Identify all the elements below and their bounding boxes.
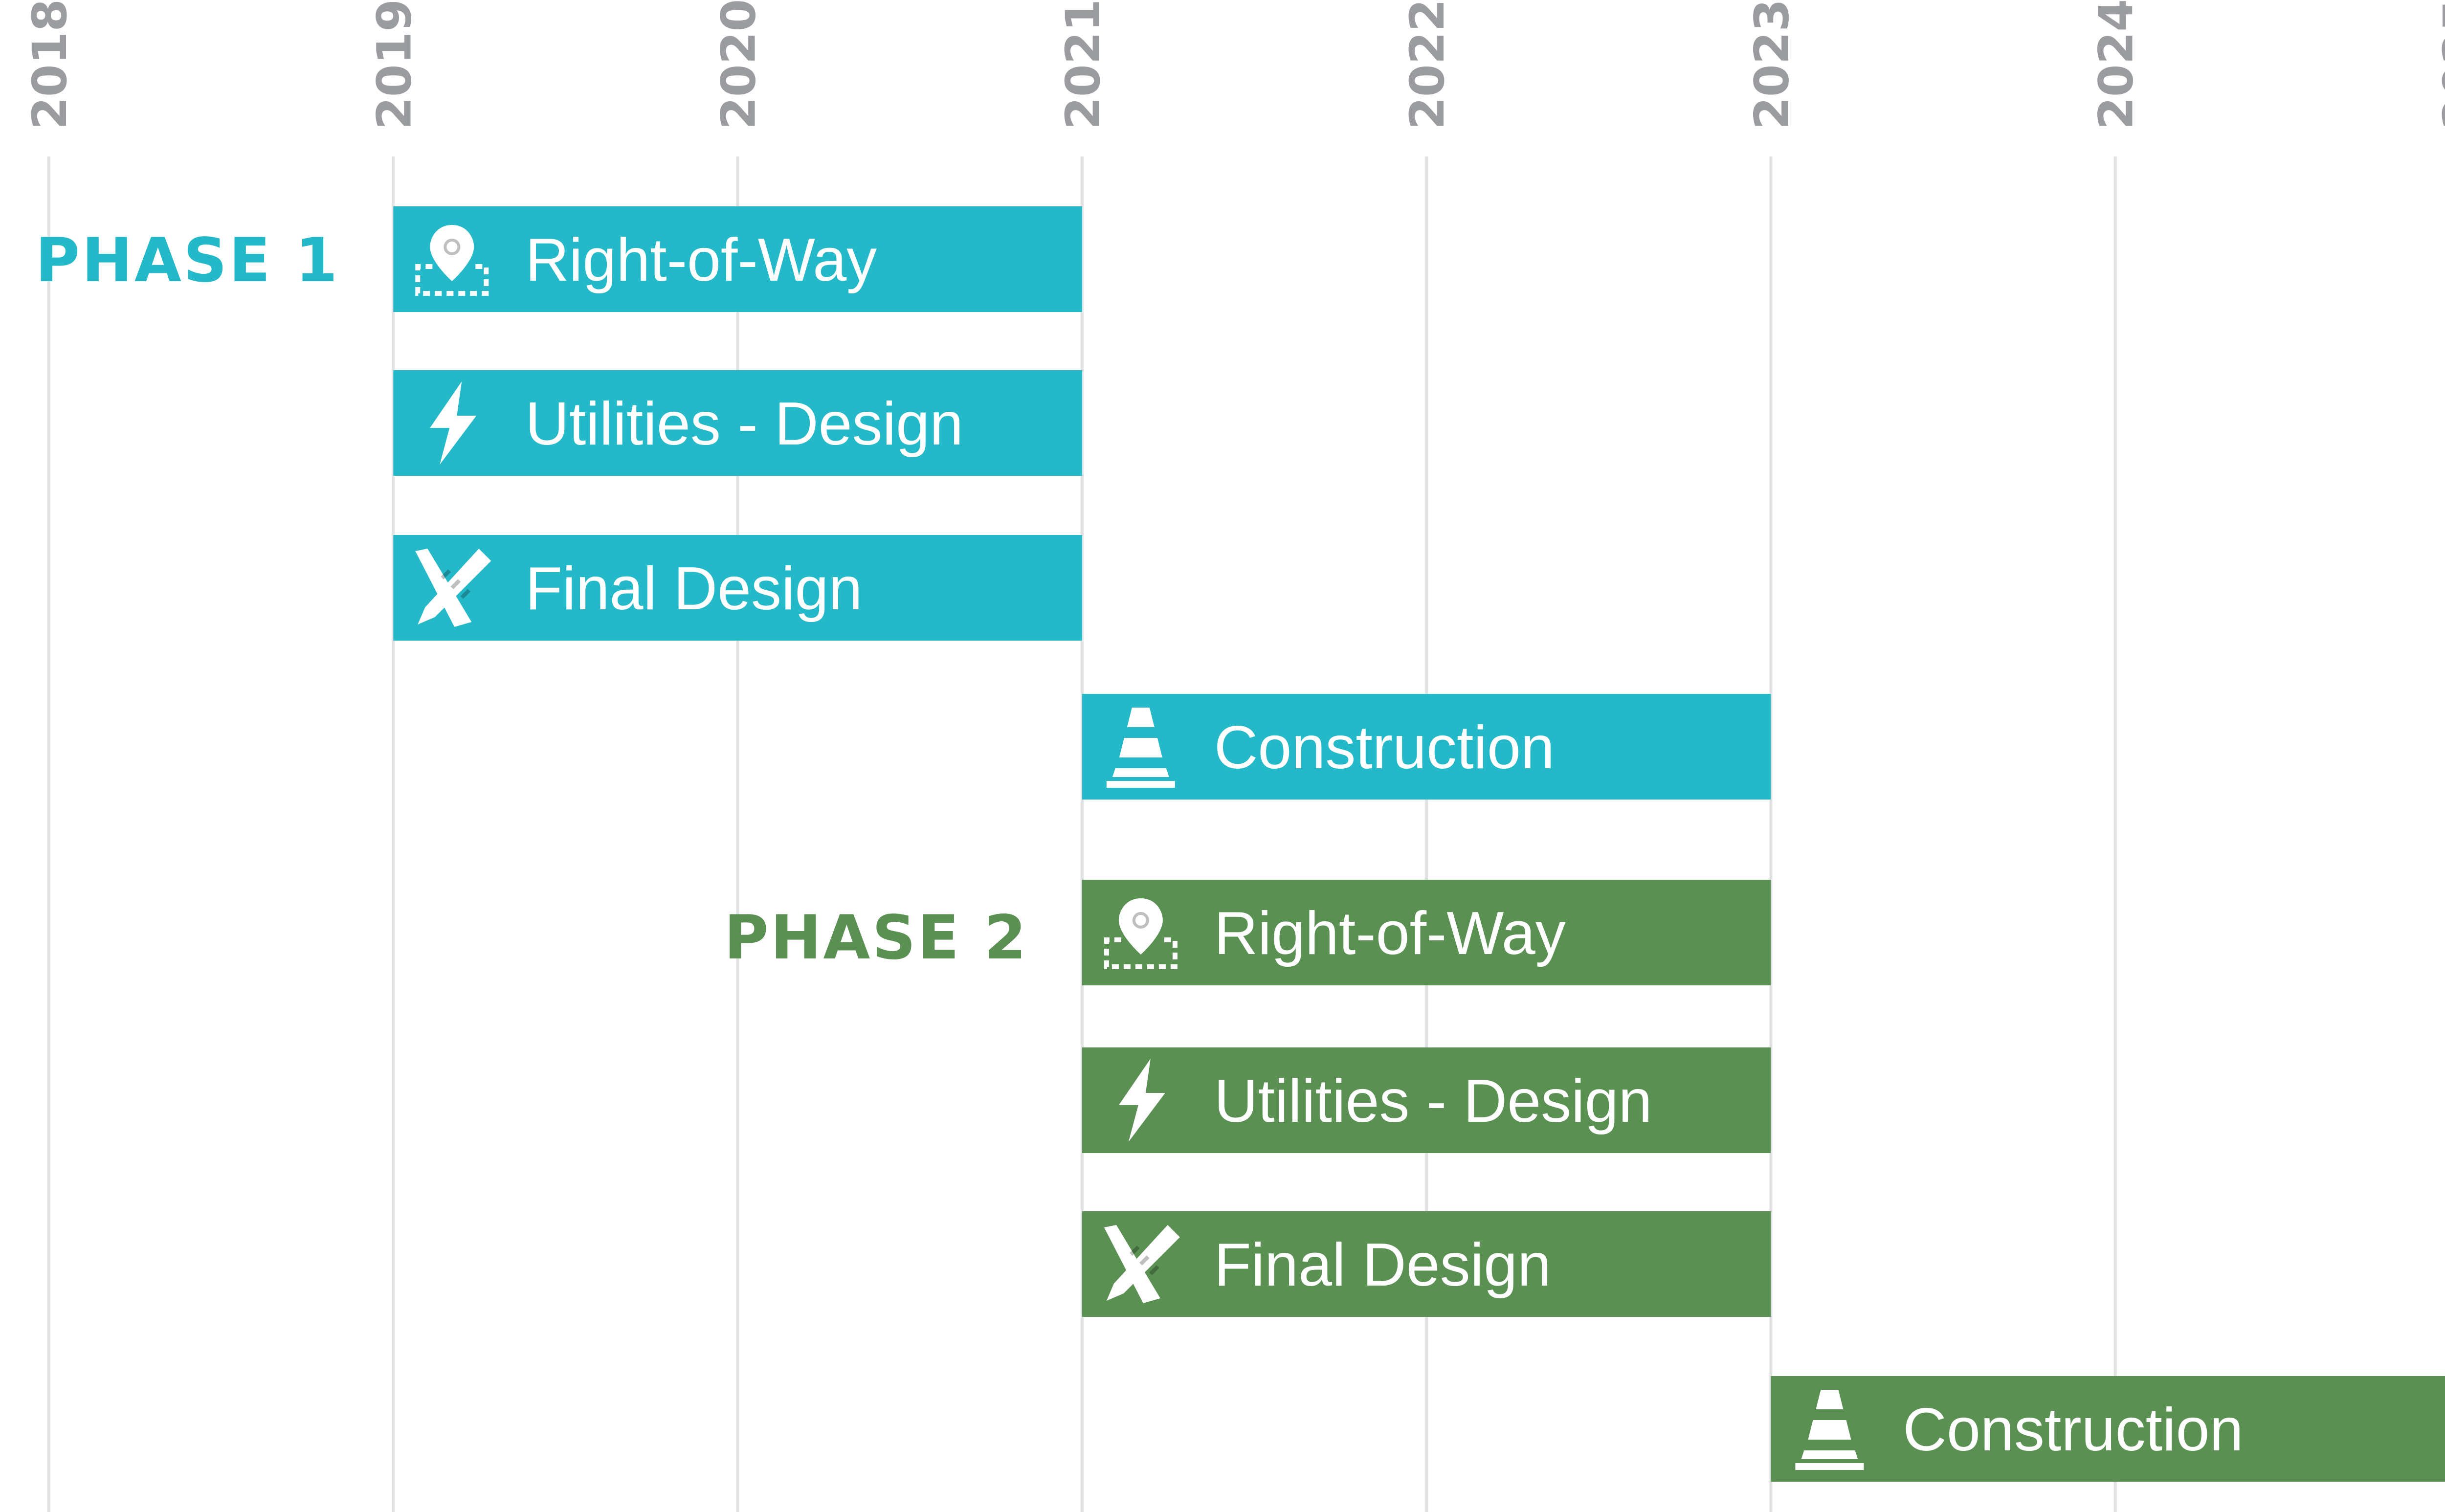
task-bar-1-4: Construction — [1082, 694, 1771, 800]
bar-rect — [1082, 1047, 1771, 1153]
task-bar-2-3: Final Design — [1082, 1211, 1771, 1317]
year-tick-labels: 2018 2019 2020 2021 2022 2023 2024 2025 — [22, 0, 2445, 130]
task-label: Construction — [1903, 1396, 2243, 1464]
tick-label-2025: 2025 — [2433, 0, 2445, 130]
map-pin-icon — [415, 225, 489, 296]
phase-label-1: PHASE 1 — [35, 225, 339, 296]
design-tools-icon — [1104, 1225, 1180, 1303]
bar-rect — [1771, 1376, 2445, 1482]
map-pin-icon — [1104, 898, 1178, 969]
task-bar-1-1: Right-of-Way — [393, 206, 1082, 312]
bar-rect — [393, 370, 1082, 476]
task-bar-2-4: Construction — [1771, 1376, 2445, 1482]
bar-rect — [393, 206, 1082, 312]
task-label: Final Design — [525, 555, 862, 623]
task-label: Final Design — [1214, 1231, 1551, 1299]
task-bar-2-1: Right-of-Way — [1082, 880, 1771, 985]
task-bar-1-3: Final Design — [393, 535, 1082, 641]
tick-label-2018: 2018 — [22, 0, 77, 130]
task-bar-1-2: Utilities - Design — [393, 370, 1082, 476]
task-label: Construction — [1214, 714, 1555, 781]
tick-label-2022: 2022 — [1400, 0, 1455, 130]
phase-label-2: PHASE 2 — [724, 903, 1028, 973]
bar-rect — [1082, 694, 1771, 800]
design-tools-icon — [415, 549, 491, 627]
traffic-cone-icon — [1106, 708, 1175, 788]
task-bar-2-2: Utilities - Design — [1082, 1047, 1771, 1153]
tick-label-2019: 2019 — [367, 0, 422, 130]
lightning-bolt-icon — [430, 381, 477, 465]
task-label: Right-of-Way — [525, 226, 877, 294]
bar-rect — [393, 535, 1082, 641]
tick-label-2023: 2023 — [1744, 0, 1799, 130]
tick-label-2024: 2024 — [2089, 0, 2144, 130]
lightning-bolt-icon — [1118, 1059, 1165, 1142]
tick-label-2021: 2021 — [1056, 0, 1111, 130]
tick-label-2020: 2020 — [711, 0, 766, 130]
phase-labels: PHASE 1 PHASE 2 — [35, 225, 1028, 973]
task-label: Right-of-Way — [1214, 900, 1566, 967]
bar-rect — [1082, 880, 1771, 985]
task-label: Utilities - Design — [525, 390, 963, 458]
bar-rect — [1082, 1211, 1771, 1317]
task-label: Utilities - Design — [1214, 1067, 1652, 1135]
traffic-cone-icon — [1795, 1390, 1864, 1470]
